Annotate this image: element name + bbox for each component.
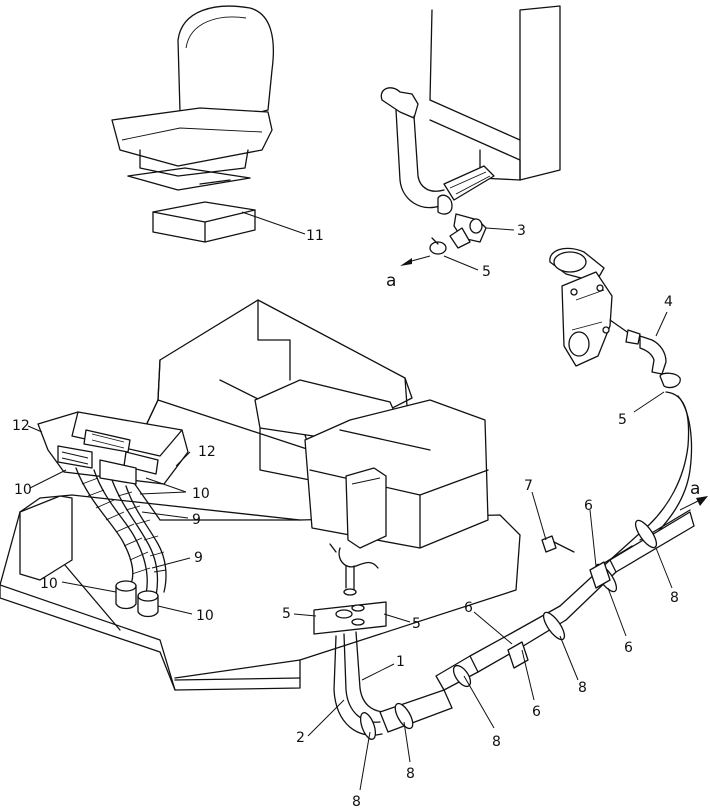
callout-8-lower: 8	[492, 734, 501, 750]
callout-5-center: 5	[412, 616, 421, 632]
callout-1: 1	[396, 654, 405, 670]
callout-7: 7	[524, 478, 533, 494]
callout-4: 4	[664, 294, 673, 310]
callout-labels: 11 3 5 a 4 5 a 7 6 8 6 6 8 6 8 8 8 2 1 5…	[12, 223, 700, 808]
bolt-part-7	[541, 535, 575, 553]
callout-8-bottom-left: 8	[352, 794, 361, 808]
clamp-plate	[313, 601, 387, 635]
elbow-fitting-part-3	[449, 213, 487, 249]
flow-arrow-right	[679, 496, 708, 511]
hose-clamp-part-5-top	[429, 237, 447, 255]
callout-8-right: 8	[670, 590, 679, 606]
callout-10-mid: 10	[192, 486, 210, 502]
callout-10-lower-right: 10	[196, 608, 214, 624]
callout-5-left: 5	[282, 606, 291, 622]
callout-6-bottom: 6	[532, 704, 541, 720]
callout-10-left: 10	[14, 482, 32, 498]
flow-arrow-left	[400, 255, 431, 266]
callout-12-left: 12	[12, 418, 30, 434]
water-valve-assembly	[549, 247, 681, 389]
callout-8-bottom: 8	[406, 766, 415, 782]
callout-3: 3	[517, 223, 526, 239]
radiator-tank	[380, 5, 561, 215]
callout-8-mid: 8	[578, 680, 587, 696]
floor-step	[19, 495, 73, 581]
callout-12-right: 12	[198, 444, 216, 460]
callout-10-lower-left: 10	[40, 576, 58, 592]
hose-part-1-and-2	[333, 631, 453, 736]
callout-6-right: 6	[624, 640, 633, 656]
heater-duct-hoses	[75, 467, 167, 597]
leader-lines	[27, 211, 673, 791]
callout-5-top: 5	[482, 264, 491, 280]
hose-brackets-part-6	[507, 561, 611, 669]
callout-6-mid: 6	[464, 600, 473, 616]
center-valve	[329, 467, 387, 596]
duct-connectors-part-10	[115, 580, 159, 618]
heater-unit	[37, 411, 189, 485]
operator-seat	[111, 5, 275, 243]
callout-2: 2	[296, 730, 305, 746]
callout-11: 11	[306, 228, 324, 244]
callout-a-right: a	[690, 479, 700, 499]
callout-6-top: 6	[584, 498, 593, 514]
callout-5-right: 5	[618, 412, 627, 428]
callout-9-bottom: 9	[194, 550, 203, 566]
callout-a-left: a	[386, 271, 396, 291]
callout-9-top: 9	[192, 512, 201, 528]
